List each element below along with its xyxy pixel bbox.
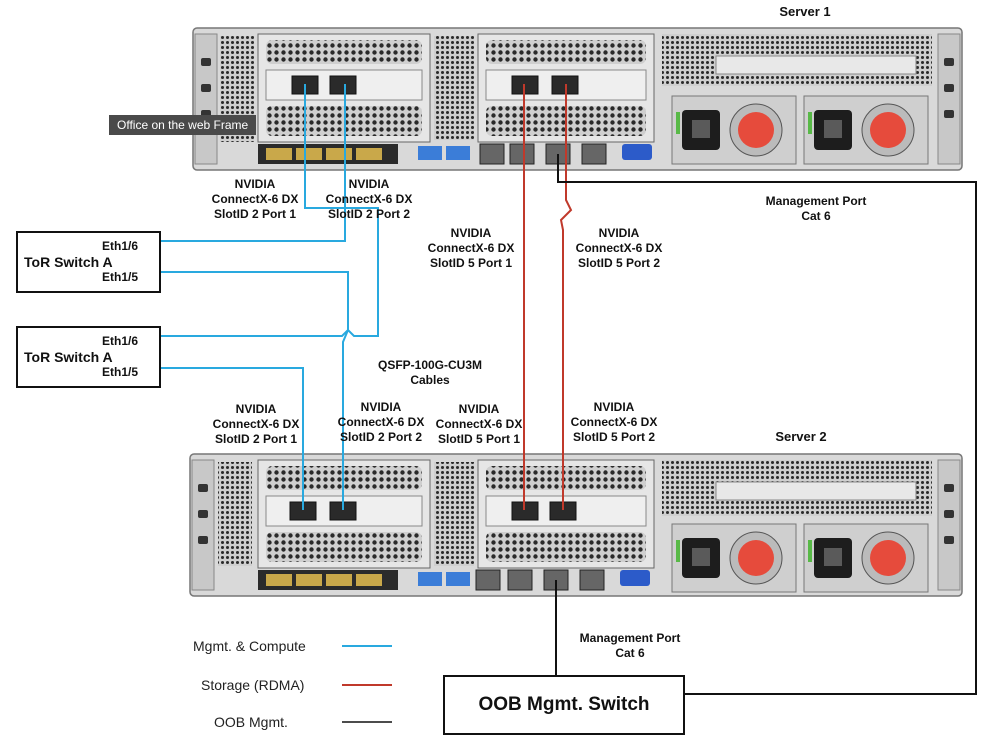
cable-s1-mgmt-to-oob-switch (557, 154, 977, 695)
office-frame-badge: Office on the web Frame (109, 115, 257, 135)
server-1-title: Server 1 (779, 4, 831, 19)
tor-switch-1-port-eth1-5: Eth1/5 (102, 270, 139, 284)
cable-s1-slot5-p2-to-s2-slot5-p2 (559, 84, 573, 510)
cable-s1-slot2-p1-to-switch1-eth1-5 (160, 84, 379, 337)
legend-oob-mgmt: OOB Mgmt. (214, 714, 288, 730)
tor-switch-2-port-eth1-6: Eth1/6 (102, 334, 139, 348)
tor-switch-2-port-eth1-5: Eth1/5 (102, 365, 139, 379)
tor-switch-1-port-eth1-6: Eth1/6 (102, 239, 139, 253)
tor-switch-2-name: ToR Switch A (24, 349, 113, 365)
mgmt-compute-cables (160, 84, 379, 510)
cable-s1-slot2-p2-to-switch1-eth1-6 (160, 84, 346, 242)
storage-rdma-cables (523, 84, 573, 510)
cable-s2-slot2-p2-to-switch1-eth1-5 (160, 271, 349, 510)
server-2-chassis (189, 453, 963, 597)
legend-mgmt-compute: Mgmt. & Compute (193, 638, 306, 654)
tor-switch-1-name: ToR Switch A (24, 254, 113, 270)
cable-s2-slot2-p1-to-switch2-eth1-5 (160, 367, 304, 510)
tor-switch-1: Eth1/6 ToR Switch A Eth1/5 (16, 231, 161, 293)
oob-mgmt-cables (555, 154, 977, 695)
legend-storage-rdma: Storage (RDMA) (201, 677, 305, 693)
legend-lines (342, 645, 392, 723)
oob-mgmt-switch: OOB Mgmt. Switch (443, 675, 685, 735)
server-2-title: Server 2 (775, 429, 827, 444)
tor-switch-2: Eth1/6 ToR Switch A Eth1/5 (16, 326, 161, 388)
server-1-chassis (192, 27, 963, 171)
